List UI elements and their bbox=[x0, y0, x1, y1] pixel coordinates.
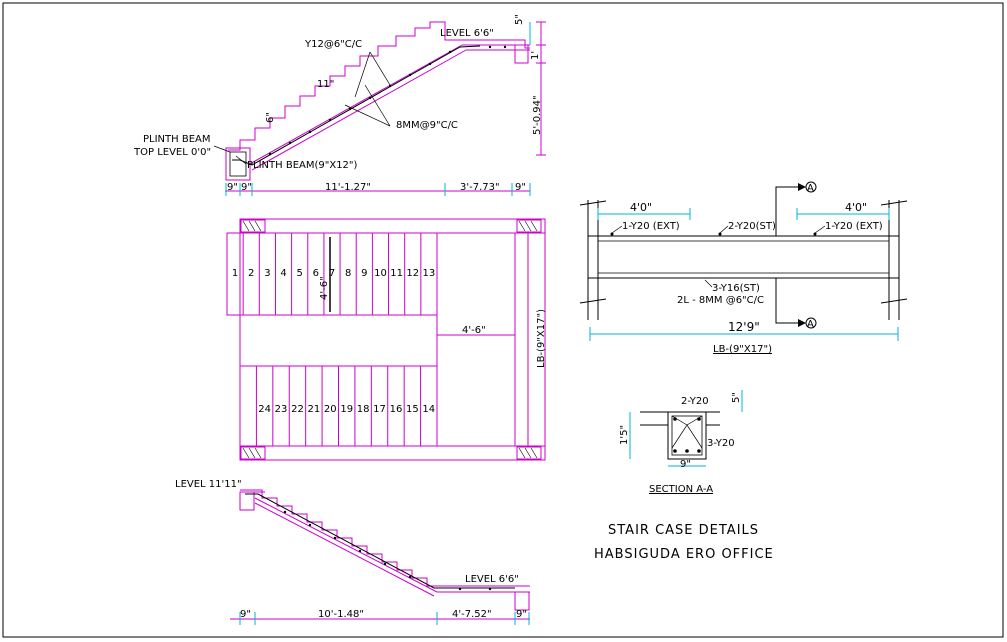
top-level-label: LEVEL 6'6" bbox=[440, 28, 494, 39]
step-number: 16 bbox=[390, 404, 403, 415]
section-depth: 1'5" bbox=[619, 425, 630, 445]
bottom-level-bottom: LEVEL 6'6" bbox=[465, 574, 519, 585]
plinth-beam-size-label: PLINTH BEAM(9"X12") bbox=[247, 160, 358, 171]
bottom-dim-3: 9" bbox=[516, 609, 527, 620]
plinth-beam-label: PLINTH BEAM bbox=[143, 134, 211, 145]
top-rebar-dots bbox=[268, 45, 507, 156]
step-number: 15 bbox=[406, 404, 419, 415]
drawing-title-line1: STAIR CASE DETAILS bbox=[608, 523, 759, 538]
beam-elevation: 4'0" 4'0" 1-Y20 (EXT) 2-Y20(ST) 1-Y20 (E… bbox=[579, 181, 908, 355]
rebar-dist-label: 8MM@9"C/C bbox=[396, 120, 458, 131]
bottom-dim-2: 4'-7.52" bbox=[452, 609, 492, 620]
step-number: 12 bbox=[406, 268, 419, 279]
step-number: 21 bbox=[308, 404, 321, 415]
step-number: 22 bbox=[291, 404, 304, 415]
bottom-dim-0: 9" bbox=[240, 609, 251, 620]
section-bottom-bars: 3-Y20 bbox=[707, 438, 735, 449]
section-title: SECTION A-A bbox=[649, 484, 713, 495]
bar-mid-label: 2-Y20(ST) bbox=[728, 221, 776, 232]
riser-label: 6" bbox=[265, 112, 276, 123]
step-number: 6 bbox=[313, 268, 319, 279]
section-a-a: 2-Y20 3-Y20 9" 1'5" 5" SECTION A-A bbox=[619, 390, 743, 495]
bar-bottom-label: 3-Y16(ST) bbox=[712, 283, 760, 294]
step-number: 19 bbox=[340, 404, 353, 415]
top-stair-waist bbox=[247, 44, 463, 166]
step-number: 14 bbox=[422, 404, 435, 415]
step-number: 13 bbox=[423, 268, 436, 279]
step-number: 23 bbox=[275, 404, 288, 415]
rebar-main-label: Y12@6"C/C bbox=[304, 39, 362, 50]
bottom-stair-section: LEVEL 11'11" LEVEL 6'6" 9" 10'-1.48" 4'-… bbox=[175, 479, 530, 625]
bar-left-label: 1-Y20 (EXT) bbox=[622, 221, 680, 232]
step-number: 11 bbox=[390, 268, 403, 279]
tread-label: 11" bbox=[317, 79, 334, 90]
top-stair-steps bbox=[228, 21, 530, 151]
step-number: 9 bbox=[361, 268, 367, 279]
lower-treads bbox=[255, 366, 422, 446]
step-number: 18 bbox=[357, 404, 370, 415]
step-number: 5 bbox=[297, 268, 303, 279]
top-stair-section: LEVEL 6'6" Y12@6"C/C 8MM@9"C/C 11" 6" PL… bbox=[133, 14, 546, 196]
section-marker-top: A bbox=[807, 183, 814, 194]
step-number: 2 bbox=[248, 268, 254, 279]
bottom-dim-1: 10'-1.48" bbox=[318, 609, 364, 620]
dim-bottom-2: 11'-1.27" bbox=[325, 182, 371, 193]
dim-height: 5'-0.94" bbox=[532, 95, 543, 135]
beam-label: LB-(9"X17") bbox=[713, 344, 772, 355]
section-top-bars: 2-Y20 bbox=[681, 396, 709, 407]
step-number: 7 bbox=[329, 268, 335, 279]
stirrup-label: 2L - 8MM @6"C/C bbox=[677, 295, 764, 306]
step-number: 8 bbox=[345, 268, 351, 279]
landing-width-label: 4'-6" bbox=[462, 325, 486, 336]
step-number: 4 bbox=[280, 268, 286, 279]
step-number: 3 bbox=[264, 268, 270, 279]
dim-bottom-0: 9" bbox=[227, 182, 238, 193]
drawing-title-line2: HABSIGUDA ERO OFFICE bbox=[594, 547, 774, 562]
plan-beam-label: LB-(9"X17") bbox=[536, 309, 547, 368]
plinth-level-label: TOP LEVEL 0'0" bbox=[133, 147, 211, 158]
beam-left-top-dim: 4'0" bbox=[630, 201, 652, 214]
step-number: 10 bbox=[374, 268, 387, 279]
dim-bottom-1: 9" bbox=[241, 182, 252, 193]
bottom-level-top: LEVEL 11'11" bbox=[175, 479, 242, 490]
flight-width-label: 4'-6" bbox=[319, 276, 330, 300]
beam-span-dim: 12'9" bbox=[728, 320, 760, 334]
upper-treads bbox=[242, 233, 422, 315]
dim-bottom-4: 9" bbox=[515, 182, 526, 193]
dim-bottom-3: 3'-7.73" bbox=[460, 182, 500, 193]
step-number: 1 bbox=[232, 268, 238, 279]
section-width: 9" bbox=[680, 459, 691, 470]
dim-top-right: 5" bbox=[514, 14, 525, 25]
plan-columns bbox=[240, 219, 542, 460]
step-number: 17 bbox=[373, 404, 386, 415]
step-number: 20 bbox=[324, 404, 337, 415]
dim-right-small: 1' bbox=[530, 51, 541, 60]
section-marker-bottom: A bbox=[807, 319, 814, 330]
step-number: 24 bbox=[258, 404, 271, 415]
beam-right-top-dim: 4'0" bbox=[845, 201, 867, 214]
bar-right-label: 1-Y20 (EXT) bbox=[825, 221, 883, 232]
section-slab: 5" bbox=[731, 392, 742, 403]
